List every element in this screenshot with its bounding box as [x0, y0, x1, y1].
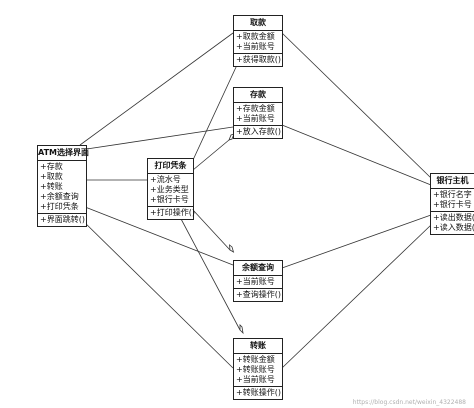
- edge-transfer-bank: [281, 224, 432, 369]
- attribute: +取款金额: [236, 32, 275, 41]
- edge-atm-withdraw: [79, 32, 234, 146]
- operation: +放入存款(): [236, 127, 281, 136]
- class-name: ATM选择界面: [38, 146, 89, 161]
- class-name: 取款: [234, 16, 282, 31]
- class-bank-host: 银行主机 +银行名字 +银行卡号 +读出数据() +读入数据(): [430, 173, 474, 235]
- class-deposit: 存款 +存款金额 +当前账号 +放入存款(): [233, 87, 283, 139]
- attribute: +转账金额: [236, 355, 275, 364]
- attribute: +银行名字: [433, 190, 472, 199]
- operations-section: +查询操作(): [234, 289, 282, 301]
- attributes-section: +取款金额 +当前账号: [234, 31, 282, 54]
- operations-section: +获得取款(): [234, 54, 282, 66]
- operation: +获得取款(): [236, 55, 281, 64]
- edge-withdraw-bank: [281, 32, 432, 179]
- operation: +读出数据(): [433, 213, 474, 222]
- operations-section: +读出数据() +读入数据(): [431, 212, 474, 234]
- edge-atm-transfer: [79, 217, 234, 369]
- attribute: +存款金额: [236, 104, 275, 113]
- attribute: +流水号: [150, 175, 181, 184]
- operation: +读入数据(): [433, 223, 474, 232]
- attribute: +当前账号: [236, 42, 275, 51]
- operation: +打印操作(): [150, 208, 195, 217]
- edge-atm-deposit: [79, 126, 234, 151]
- attribute: +转账: [40, 182, 63, 191]
- aggregation-diamond-balance: [229, 244, 235, 253]
- operations-section: +界面跳转(): [38, 214, 86, 226]
- edge-deposit-bank: [281, 124, 432, 186]
- class-name: 存款: [234, 88, 282, 103]
- class-balance-inquiry: 余额查询 +当前账号 +查询操作(): [233, 260, 283, 302]
- operation: +转账操作(): [236, 388, 281, 397]
- attribute: +当前账号: [236, 114, 275, 123]
- watermark: https://blog.csdn.net/weixin_4322488: [352, 399, 466, 406]
- attributes-section: +当前账号: [234, 276, 282, 289]
- operation: +查询操作(): [236, 290, 281, 299]
- attribute: +存款: [40, 162, 63, 171]
- class-name: 银行主机: [431, 174, 474, 189]
- edge-balance-bank: [281, 214, 432, 269]
- class-transfer: 转账 +转账金额 +转账账号 +当前账号 +转账操作(): [233, 338, 283, 400]
- attribute: +当前账号: [236, 277, 275, 286]
- edge-atm-balance: [79, 204, 234, 266]
- class-withdraw: 取款 +取款金额 +当前账号 +获得取款(): [233, 15, 283, 67]
- edge-print-balance: [192, 209, 231, 251]
- attribute: +银行卡号: [433, 200, 472, 209]
- attributes-section: +银行名字 +银行卡号: [431, 189, 474, 212]
- attribute: +当前账号: [236, 375, 275, 384]
- aggregation-diamond-transfer: [239, 324, 244, 335]
- attribute: +转账账号: [236, 365, 275, 374]
- attributes-section: +存款金额 +当前账号: [234, 103, 282, 126]
- attribute: +取款: [40, 172, 63, 181]
- attribute: +业务类型: [150, 185, 189, 194]
- attributes-section: +存款 +取款 +转账 +余额查询 +打印凭条: [38, 161, 86, 214]
- operations-section: +放入存款(): [234, 126, 282, 138]
- class-name: 转账: [234, 339, 282, 354]
- attribute: +银行卡号: [150, 195, 189, 204]
- class-print-receipt: 打印凭条 +流水号 +业务类型 +银行卡号 +打印操作(): [147, 158, 195, 220]
- edge-print-deposit: [192, 139, 230, 171]
- attribute: +打印凭条: [40, 202, 79, 211]
- operations-section: +打印操作(): [148, 207, 195, 219]
- operation: +界面跳转(): [40, 215, 85, 224]
- edge-print-withdraw: [192, 64, 238, 161]
- class-name: 余额查询: [234, 261, 282, 276]
- class-atm-selection: ATM选择界面 +存款 +取款 +转账 +余额查询 +打印凭条 +界面跳转(): [37, 145, 89, 227]
- edge-print-transfer: [179, 216, 241, 331]
- attributes-section: +转账金额 +转账账号 +当前账号: [234, 354, 282, 387]
- operations-section: +转账操作(): [234, 387, 282, 399]
- attributes-section: +流水号 +业务类型 +银行卡号: [148, 174, 193, 207]
- class-name: 打印凭条: [148, 159, 193, 174]
- attribute: +余额查询: [40, 192, 79, 201]
